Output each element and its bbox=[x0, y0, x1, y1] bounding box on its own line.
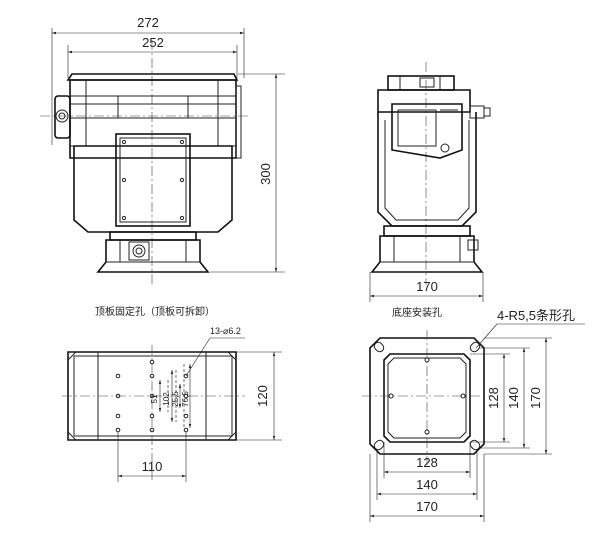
main-body bbox=[73, 145, 233, 233]
dim-76-5: 76,5 bbox=[181, 391, 190, 407]
neck bbox=[109, 231, 197, 241]
dim-120: 120 bbox=[255, 385, 270, 407]
dim-25-5: 25,5 bbox=[171, 391, 180, 407]
dim-128-v: 128 bbox=[486, 387, 501, 409]
dim-side-170: 170 bbox=[416, 279, 438, 294]
slot-bl bbox=[373, 439, 385, 451]
base-inner-octagon bbox=[383, 353, 471, 443]
top-plate-view: 顶板固定孔（顶板可拆卸） bbox=[62, 305, 282, 482]
slot-tl bbox=[373, 341, 385, 353]
front-view: 272 252 bbox=[40, 15, 285, 285]
dim-128-h: 128 bbox=[416, 455, 438, 470]
base-plate-outline bbox=[369, 337, 485, 455]
side-bracket bbox=[391, 103, 463, 159]
base-plate-view: 底座安装孔 4-R5,5条形孔 128 140 170 bbox=[362, 306, 585, 522]
dim-102: 102 bbox=[162, 392, 171, 406]
dim-170-h: 170 bbox=[416, 499, 438, 514]
dim-110: 110 bbox=[142, 459, 163, 474]
top-cover bbox=[66, 73, 239, 81]
dim-252: 252 bbox=[142, 35, 164, 50]
dim-140-h: 140 bbox=[416, 477, 438, 492]
slot-callout: 4-R5,5条形孔 bbox=[497, 308, 575, 323]
dim-140-v: 140 bbox=[506, 387, 521, 409]
side-neck bbox=[383, 225, 471, 237]
front-base bbox=[96, 239, 210, 273]
front-panel bbox=[115, 133, 191, 227]
dim-300: 300 bbox=[258, 163, 273, 185]
hole-callout: 13-⌀6.2 bbox=[210, 326, 241, 336]
top-plate-title: 顶板固定孔（顶板可拆卸） bbox=[95, 305, 215, 318]
dim-272: 272 bbox=[137, 15, 159, 30]
side-knob bbox=[54, 95, 71, 139]
base-plate-title: 底座安装孔 bbox=[392, 306, 442, 319]
top-plate-holes bbox=[115, 359, 189, 433]
slot-tr bbox=[469, 341, 481, 353]
side-view: 170 bbox=[369, 62, 491, 302]
side-base bbox=[370, 235, 484, 273]
hole-leader bbox=[185, 337, 211, 377]
dim-51: 51 bbox=[150, 394, 159, 403]
dim-170-v: 170 bbox=[528, 387, 543, 409]
